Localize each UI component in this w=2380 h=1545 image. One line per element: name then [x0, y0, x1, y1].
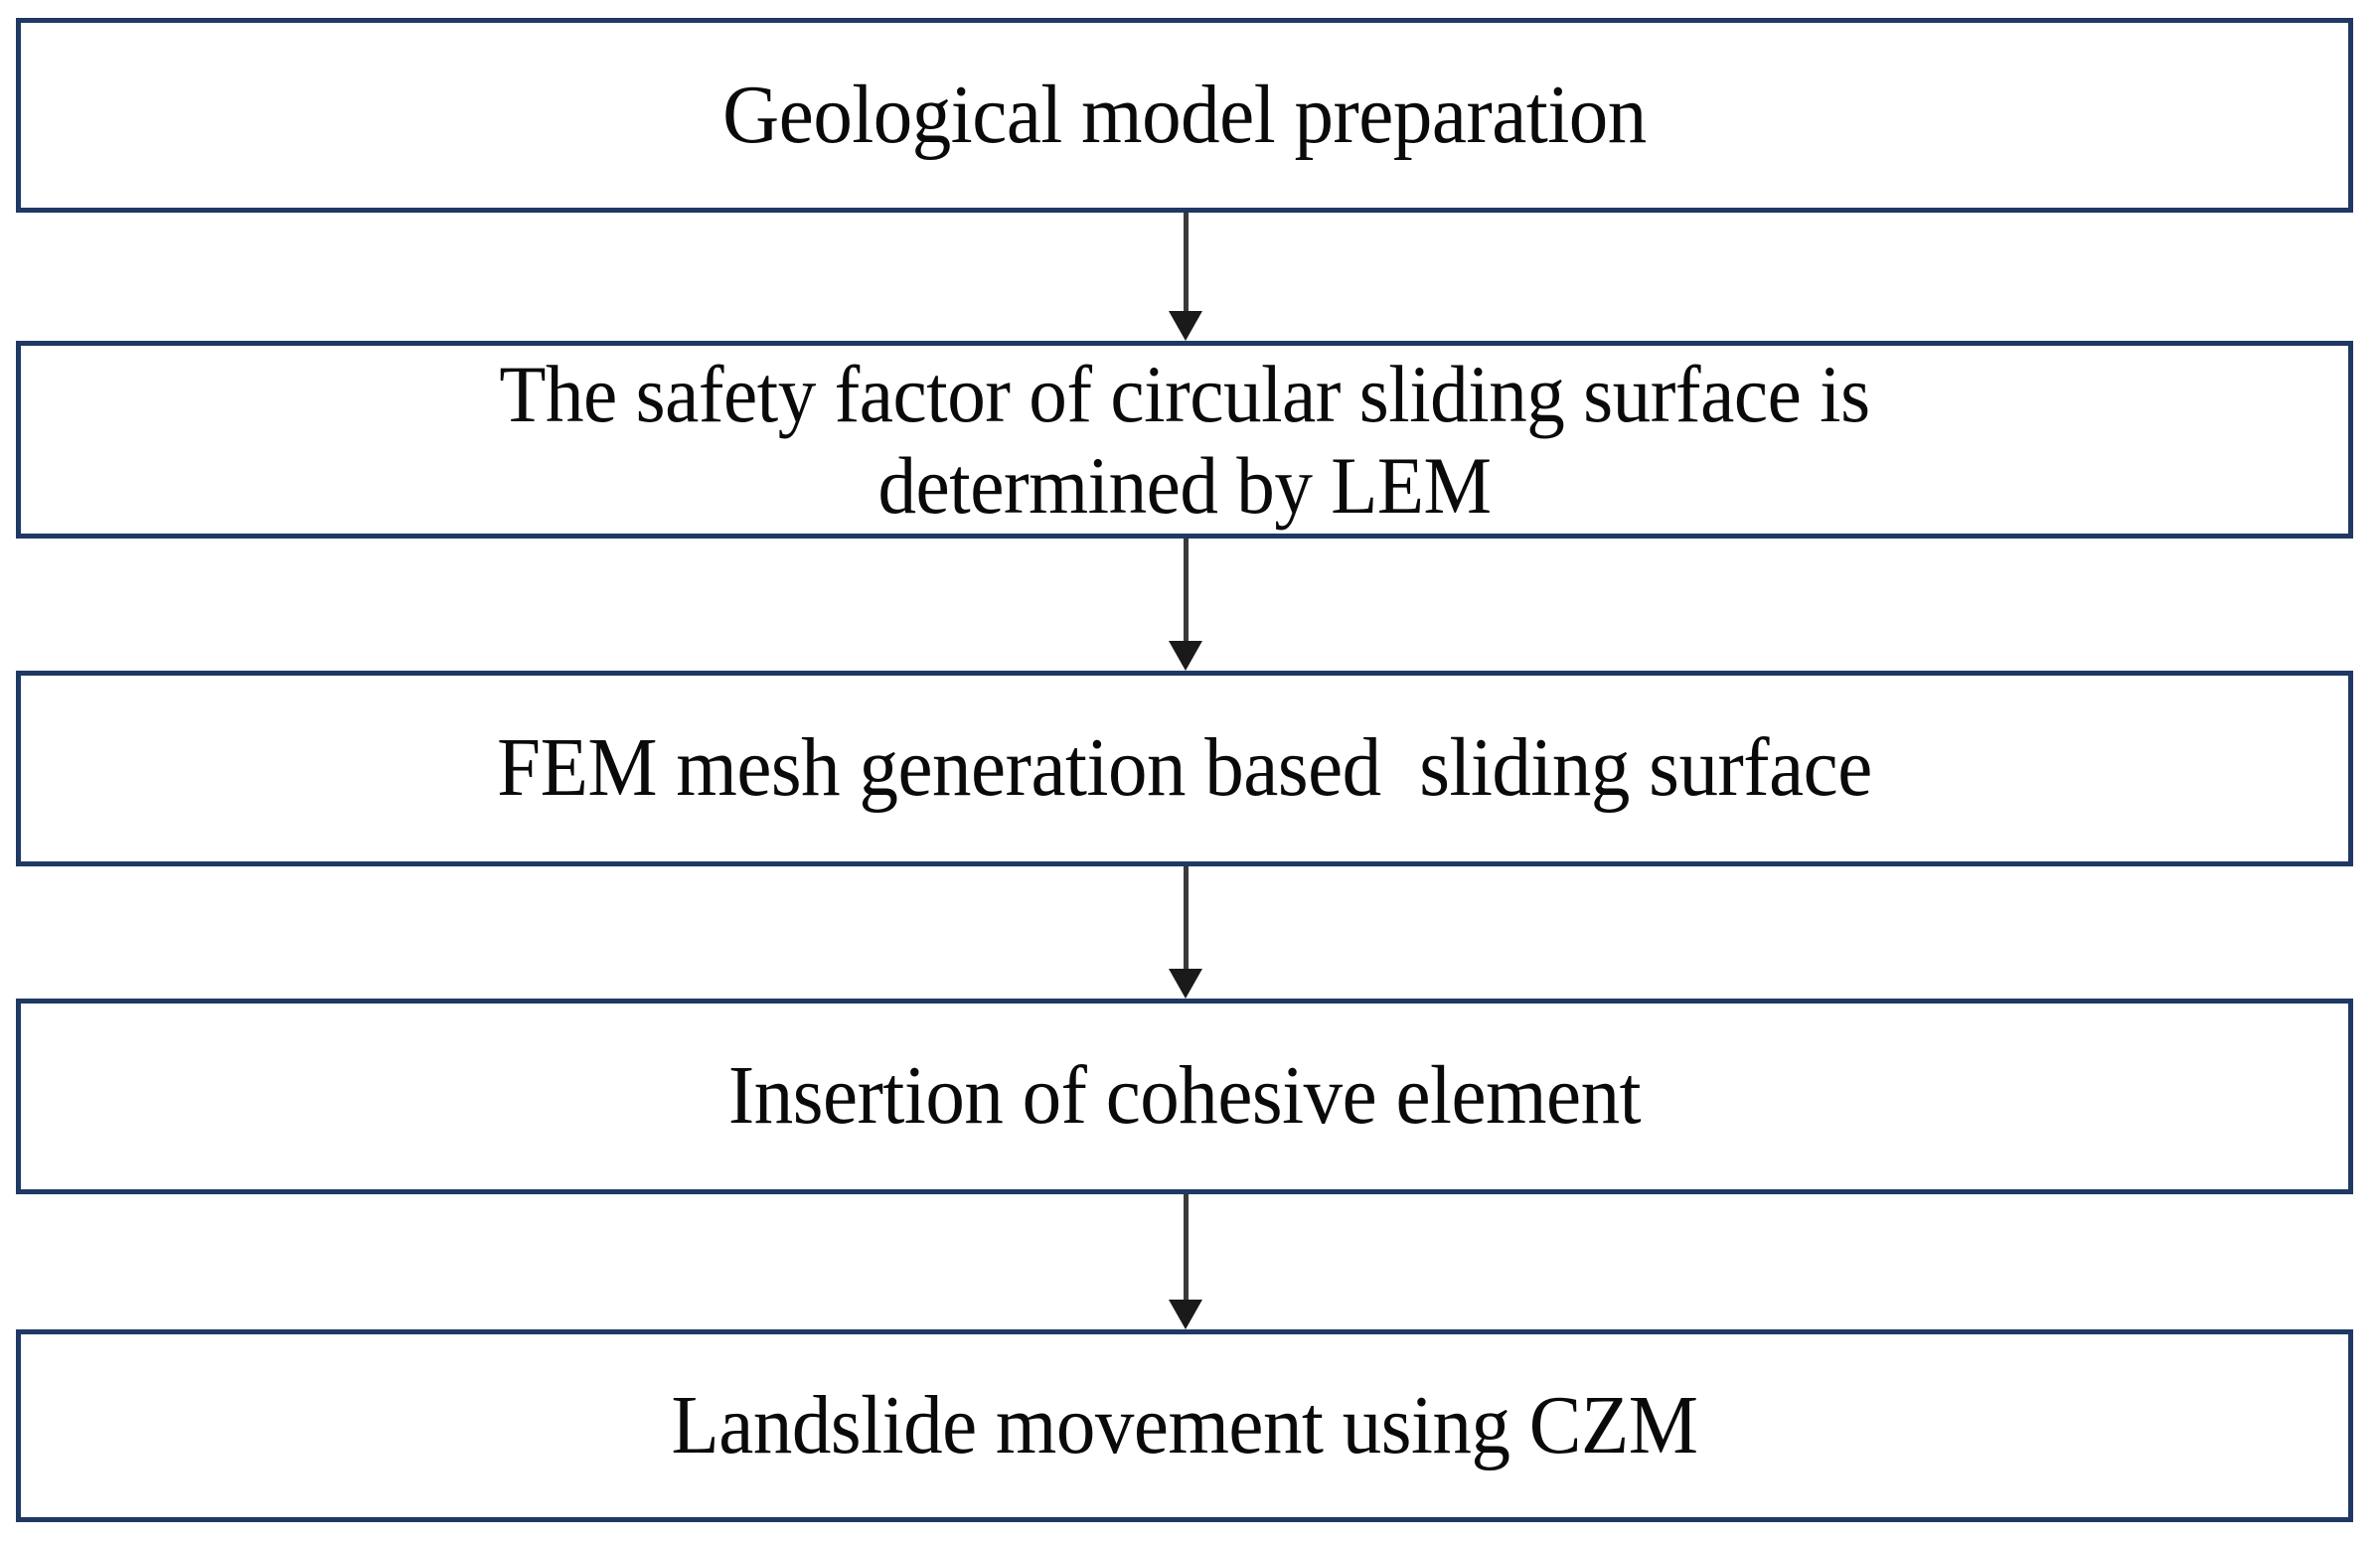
- flow-node-safety-factor-lem[interactable]: The safety factor of circular sliding su…: [16, 341, 2353, 539]
- connector-stem: [1184, 213, 1189, 311]
- flow-node-label: Geological model preparation: [722, 68, 1647, 161]
- flow-node-label: The safety factor of circular sliding su…: [499, 348, 1870, 531]
- arrowhead-down-icon: [1169, 641, 1202, 671]
- connector-node3-to-node4: [1166, 866, 1205, 999]
- flow-node-label: FEM mesh generation based sliding surfac…: [497, 721, 1872, 815]
- connector-node1-to-node2: [1166, 213, 1205, 341]
- connector-stem: [1184, 539, 1189, 641]
- arrowhead-down-icon: [1169, 311, 1202, 341]
- arrowhead-down-icon: [1169, 969, 1202, 999]
- flow-node-label: Landslide movement using CZM: [671, 1378, 1698, 1471]
- connector-node2-to-node3: [1166, 539, 1205, 671]
- arrowhead-down-icon: [1169, 1300, 1202, 1329]
- flow-node-landslide-movement-czm[interactable]: Landslide movement using CZM: [16, 1329, 2353, 1522]
- connector-stem: [1184, 866, 1189, 969]
- connector-stem: [1184, 1194, 1189, 1300]
- flow-node-insertion-cohesive-element[interactable]: Insertion of cohesive element: [16, 999, 2353, 1194]
- flow-node-geological-model-preparation[interactable]: Geological model preparation: [16, 18, 2353, 213]
- flow-node-label: Insertion of cohesive element: [727, 1049, 1642, 1143]
- flow-node-fem-mesh-generation[interactable]: FEM mesh generation based sliding surfac…: [16, 671, 2353, 866]
- connector-node4-to-node5: [1166, 1194, 1205, 1329]
